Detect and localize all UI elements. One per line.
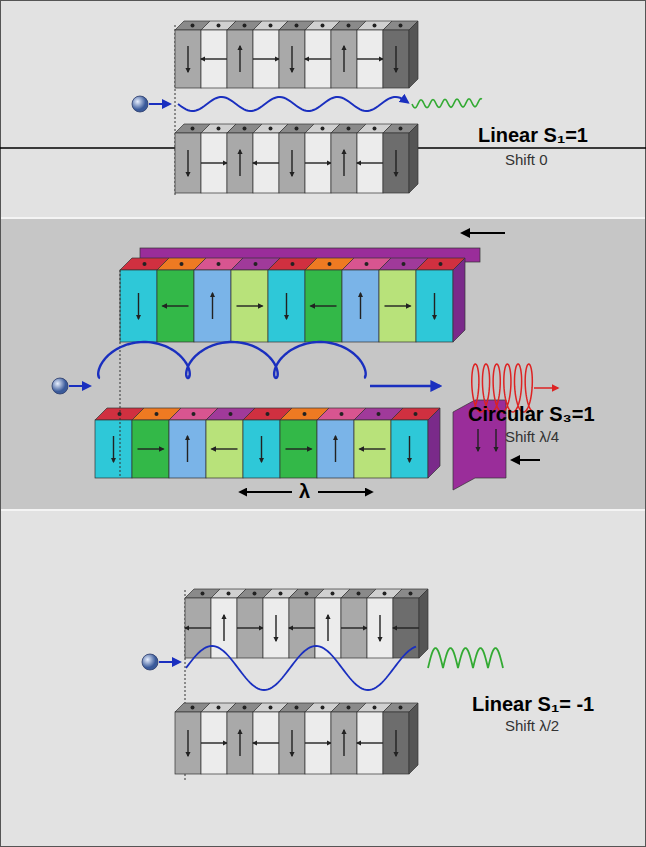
electron-path: [186, 646, 416, 690]
electron-arrow: [149, 103, 170, 105]
magnet-row: [120, 258, 465, 342]
entry-line: [120, 270, 121, 478]
panel-ground: [0, 0, 646, 218]
dimension-label: λ: [299, 480, 310, 503]
emitted-axis: [534, 387, 558, 389]
panel-ground: [0, 510, 646, 847]
magnet-row: [175, 21, 418, 88]
electron: [52, 378, 68, 394]
panel: Linear S₁=1Shift 0: [0, 0, 646, 218]
magnet-row: [175, 703, 418, 774]
panel-ground: [0, 218, 646, 510]
magnet-row: [185, 589, 428, 658]
electron-path: [178, 97, 408, 111]
electron-arrow: [69, 385, 90, 387]
shift-arrow: [462, 232, 505, 234]
shift-label: Shift λ/2: [505, 717, 559, 734]
dimension-arrow: [318, 491, 372, 493]
emitted-wave: [412, 99, 482, 108]
electron-helix: [98, 342, 365, 378]
electron: [132, 96, 148, 112]
polarization-label: Linear S₁=1: [478, 124, 588, 147]
electron-exit: [370, 385, 440, 387]
polarization-label: Circular S₃=1: [468, 403, 595, 426]
magnet-row: [175, 124, 418, 193]
magnet-row: [95, 408, 496, 478]
emitted-wave: [428, 648, 503, 668]
dimension-arrow: [240, 491, 292, 493]
shift-label: Shift λ/4: [505, 428, 559, 445]
polarization-label: Linear S₁= -1: [472, 693, 594, 716]
electron: [142, 654, 158, 670]
electron-arrow: [159, 661, 180, 663]
panel: Linear S₁= -1Shift λ/2: [0, 510, 646, 847]
panel: Circular S₃=1Shift λ/4: [0, 218, 646, 510]
shift-arrow: [512, 459, 540, 461]
shift-label: Shift 0: [505, 151, 548, 168]
